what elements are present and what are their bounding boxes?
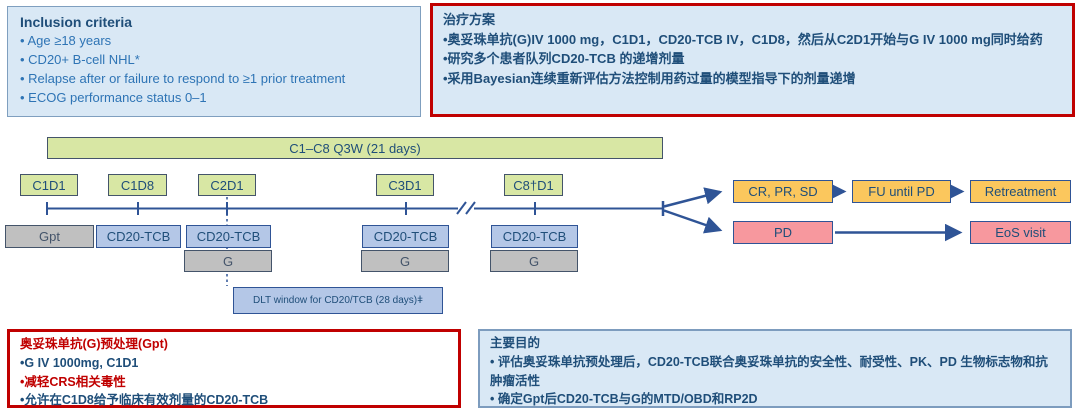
- cycle-bar: C1–C8 Q3W (21 days): [47, 137, 663, 159]
- day-box-c8d1: C8†D1: [504, 174, 563, 196]
- eos-label: EoS visit: [995, 225, 1046, 240]
- pd-label: PD: [773, 225, 793, 240]
- follow-up-box: FU until PD: [852, 180, 951, 203]
- day-label: C2D1: [210, 177, 244, 193]
- day-box-c2d1: C2D1: [198, 174, 256, 196]
- pretreatment-item-dose: •G IV 1000mg, C1D1: [20, 355, 139, 370]
- follow-up-label: FU until PD: [868, 184, 935, 199]
- treatment-plan-item-dosing: •奥妥珠单抗(G)IV 1000 mg，C1D1，CD20-TCB IV，C1D…: [443, 31, 1043, 47]
- inclusion-item-age: • Age ≥18 years: [20, 33, 112, 49]
- response-label: CR, PR, SD: [748, 184, 818, 199]
- tcb-label: CD20-TCB: [196, 229, 261, 244]
- g-label: G: [399, 253, 411, 269]
- inclusion-item-relapse: • Relapse after or failure to respond to…: [20, 70, 346, 86]
- treatment-plan-title: 治疗方案: [443, 12, 496, 27]
- tcb-label: CD20-TCB: [106, 229, 171, 244]
- objectives-title: 主要目的: [490, 336, 541, 350]
- pretreatment-item-crs: •减轻CRS相关毒性: [20, 374, 126, 389]
- tcb-label: CD20-TCB: [502, 229, 567, 244]
- pd-box: PD: [733, 221, 833, 244]
- tcb-box-c8d1: CD20-TCB: [491, 225, 578, 248]
- g-box-c3d1: G: [361, 250, 449, 272]
- inclusion-criteria-title: Inclusion criteria: [20, 14, 133, 30]
- objectives-panel: 主要目的 • 评估奥妥珠单抗预处理后，CD20-TCB联合奥妥珠单抗的安全性、耐…: [478, 329, 1072, 408]
- day-box-c1d1: C1D1: [20, 174, 78, 196]
- tcb-box-c3d1: CD20-TCB: [362, 225, 449, 248]
- tcb-box-c2d1: CD20-TCB: [186, 225, 271, 248]
- dlt-window-box: DLT window for CD20/TCB (28 days)ǂ: [233, 287, 443, 314]
- day-label: C1D1: [32, 177, 66, 193]
- retreatment-box: Retreatment: [970, 180, 1071, 203]
- g-label: G: [528, 253, 540, 269]
- tcb-label: CD20-TCB: [373, 229, 438, 244]
- treatment-plan-item-bayesian: •采用Bayesian连续重新评估方法控制用药过量的模型指导下的剂量递增: [443, 70, 856, 86]
- tcb-box-c1d8: CD20-TCB: [96, 225, 181, 248]
- gpt-box: Gpt: [5, 225, 94, 248]
- day-box-c1d8: C1D8: [108, 174, 167, 196]
- treatment-plan-item-cohorts: •研究多个患者队列CD20-TCB 的递增剂量: [443, 51, 685, 66]
- objectives-item-mtd: • 确定Gpt后CD20-TCB与G的MTD/OBD和RP2D: [490, 392, 758, 407]
- pretreatment-title: 奥妥珠单抗(G)预处理(Gpt): [20, 337, 168, 351]
- retreatment-label: Retreatment: [984, 184, 1057, 199]
- day-box-c3d1: C3D1: [376, 174, 434, 196]
- g-box-c2d1: G: [184, 250, 272, 272]
- pretreatment-panel: 奥妥珠单抗(G)预处理(Gpt) •G IV 1000mg, C1D1 •减轻C…: [7, 329, 461, 408]
- g-box-c8d1: G: [490, 250, 578, 272]
- inclusion-item-ecog: • ECOG performance status 0–1: [20, 89, 207, 105]
- treatment-plan-panel: 治疗方案 •奥妥珠单抗(G)IV 1000 mg，C1D1，CD20-TCB I…: [430, 3, 1075, 117]
- gpt-label: Gpt: [39, 229, 60, 244]
- day-label: C3D1: [388, 177, 422, 193]
- response-box: CR, PR, SD: [733, 180, 833, 203]
- day-label: C1D8: [120, 177, 155, 193]
- cycle-bar-label: C1–C8 Q3W (21 days): [289, 140, 421, 156]
- dlt-window-label: DLT window for CD20/TCB (28 days)ǂ: [253, 295, 423, 306]
- g-label: G: [222, 253, 234, 269]
- eos-box: EoS visit: [970, 221, 1071, 244]
- inclusion-item-cd20: • CD20+ B-cell NHL*: [20, 52, 140, 68]
- pretreatment-item-c1d8: •允许在C1D8给予临床有效剂量的CD20-TCB: [20, 393, 269, 408]
- inclusion-criteria-panel: Inclusion criteria • Age ≥18 years • CD2…: [7, 6, 421, 117]
- objectives-item-safety: • 评估奥妥珠单抗预处理后，CD20-TCB联合奥妥珠单抗的安全性、耐受性、PK…: [490, 354, 1048, 388]
- day-label: C8†D1: [513, 177, 554, 193]
